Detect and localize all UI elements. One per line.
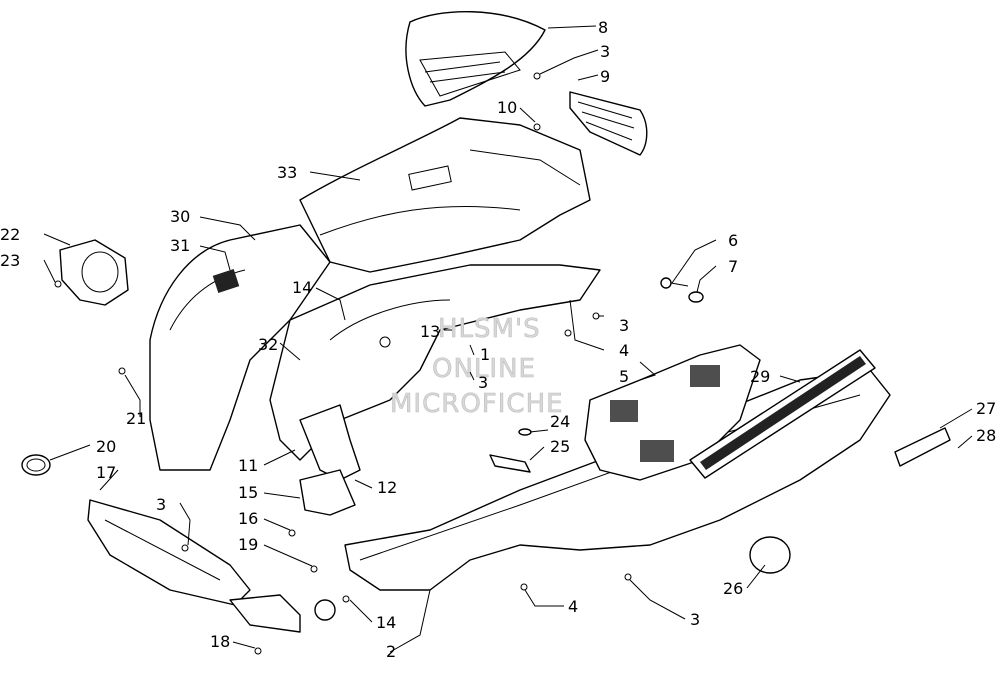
leader-lines [43, 25, 973, 653]
part-7-washer[interactable] [688, 291, 704, 303]
svg-text:MICROFICHE: MICROFICHE [390, 389, 564, 419]
watermark: HLSM'S ONLINE MICROFICHE [390, 314, 564, 420]
callout-21: 21 [126, 409, 146, 428]
callout-6: 6 [728, 231, 738, 250]
callout-13: 13 [420, 322, 440, 341]
callout-31: 31 [170, 236, 190, 255]
callout-24: 24 [550, 412, 570, 431]
callout-19: 19 [238, 535, 258, 554]
callout-7: 7 [728, 257, 738, 276]
callout-3: 3 [156, 495, 166, 514]
screw-icon [54, 72, 632, 655]
part-30-left-side-panel[interactable] [149, 224, 331, 471]
callout-22: 22 [0, 225, 20, 244]
callout-28: 28 [976, 426, 996, 445]
part-9-vent-grille[interactable] [569, 91, 648, 156]
callout-14: 14 [376, 613, 396, 632]
callout-27: 27 [976, 399, 996, 418]
callout-23: 23 [0, 251, 20, 270]
part-18-bumper-bracket[interactable] [229, 594, 301, 633]
callout-4: 4 [619, 341, 629, 360]
callout-3: 3 [690, 610, 700, 629]
callout-33: 33 [277, 163, 297, 182]
callout-14: 14 [292, 278, 312, 297]
callout-12: 12 [377, 478, 397, 497]
callout-26: 26 [723, 579, 743, 598]
callout-20: 20 [96, 437, 116, 456]
part-22-headlight-housing[interactable] [59, 239, 129, 306]
callout-32: 32 [258, 335, 278, 354]
part-29-decal[interactable] [689, 349, 876, 479]
callout-4: 4 [568, 597, 578, 616]
callout-16: 16 [238, 509, 258, 528]
part-27-decal-strip[interactable] [894, 427, 951, 467]
callout-29: 29 [750, 367, 770, 386]
callout-8: 8 [598, 18, 608, 37]
callout-17: 17 [96, 463, 116, 482]
part-25-pad[interactable] [489, 454, 531, 473]
part-12-bracket[interactable] [299, 404, 361, 481]
callout-30: 30 [170, 207, 190, 226]
svg-text:ONLINE: ONLINE [432, 354, 536, 384]
part-11-center-panel[interactable] [269, 264, 601, 461]
part-20-clamp-ring[interactable] [21, 454, 51, 476]
part-15-bracket[interactable] [299, 469, 356, 516]
part-24-washer[interactable] [518, 428, 532, 436]
callout-2: 2 [386, 642, 396, 661]
svg-text:HLSM'S: HLSM'S [438, 314, 541, 344]
callout-1: 1 [480, 345, 490, 364]
callout-labels: 8 3 9 10 33 30 31 22 23 14 6 7 3 13 1 3 … [0, 18, 996, 661]
callout-3: 3 [478, 373, 488, 392]
callout-11: 11 [238, 456, 258, 475]
part-6-bolt[interactable] [660, 277, 689, 289]
callout-5: 5 [619, 367, 629, 386]
callout-3: 3 [619, 316, 629, 335]
callout-3: 3 [600, 42, 610, 61]
callout-10: 10 [497, 98, 517, 117]
callout-9: 9 [600, 67, 610, 86]
part-17-front-bumper[interactable] [87, 499, 251, 606]
callout-18: 18 [210, 632, 230, 651]
part-5-side-shield[interactable] [584, 344, 761, 481]
part-33-hood[interactable] [299, 117, 591, 273]
callout-25: 25 [550, 437, 570, 456]
callout-15: 15 [238, 483, 258, 502]
part-8-upper-shroud[interactable] [405, 10, 546, 107]
part-14-grommet[interactable] [314, 599, 336, 621]
part-26-plug[interactable] [749, 536, 791, 574]
